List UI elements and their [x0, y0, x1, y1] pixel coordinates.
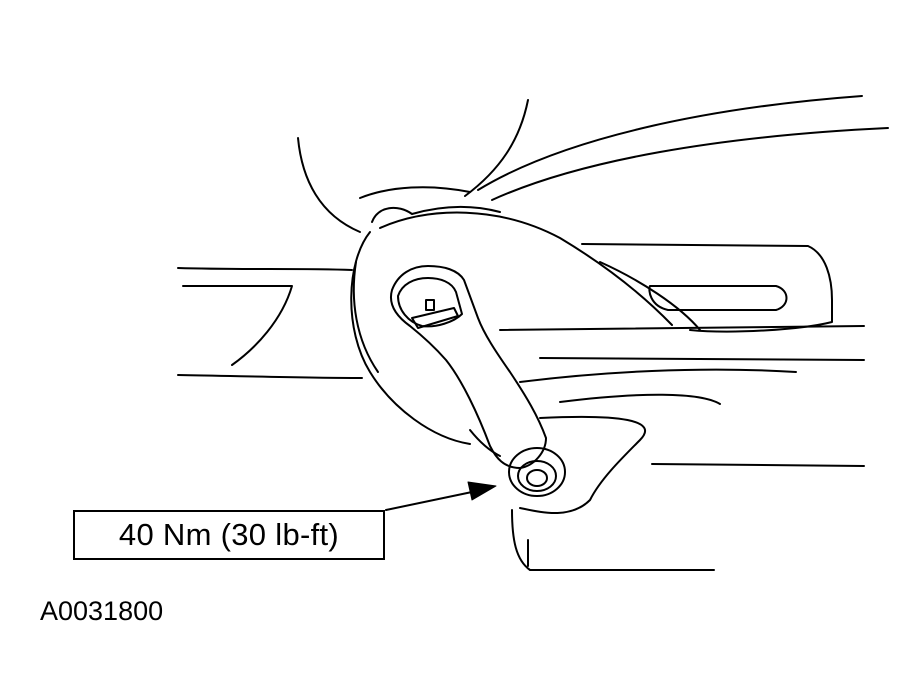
anchor-cover: [350, 211, 673, 445]
figure-id-label: A0031800: [40, 596, 164, 626]
seat-cushion-fold: [297, 137, 501, 233]
torque-spec-label: 40 Nm (30 lb-ft): [118, 517, 340, 552]
seat-rail: [499, 243, 865, 405]
torque-callout-box: 40 Nm (30 lb-ft): [73, 510, 385, 560]
upper-trim-lines: [464, 95, 889, 201]
seat-belt-stalk: [390, 265, 547, 469]
anchor-bolt: [508, 447, 566, 497]
left-panel-lines: [177, 267, 363, 379]
torque-leader-arrow: [385, 481, 497, 511]
lower-bracket: [511, 415, 865, 571]
